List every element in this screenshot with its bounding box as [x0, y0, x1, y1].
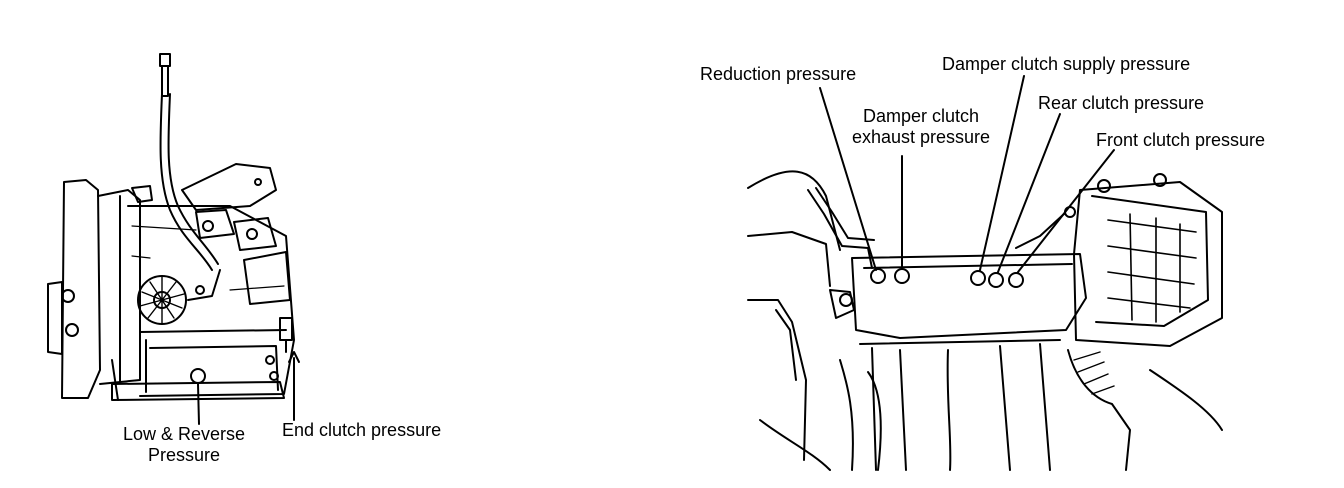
- label-low-reverse-pressure: Low & Reverse Pressure: [106, 424, 262, 466]
- label-rear-clutch-pressure: Rear clutch pressure: [1038, 93, 1205, 113]
- label-reduction-pressure: Reduction pressure: [700, 64, 857, 84]
- label-end-clutch-pressure: End clutch pressure: [282, 420, 442, 440]
- label-damper-exhaust-line1: Damper clutch: [862, 106, 980, 126]
- label-damper-exhaust-line2: exhaust pressure: [851, 127, 991, 147]
- label-low-reverse-line1: Low & Reverse: [122, 424, 246, 444]
- label-low-reverse-line2: Pressure: [147, 445, 221, 465]
- label-damper-clutch-exhaust-pressure: Damper clutch exhaust pressure: [836, 106, 1006, 148]
- label-front-clutch-pressure: Front clutch pressure: [1096, 130, 1266, 150]
- label-damper-clutch-supply-pressure: Damper clutch supply pressure: [942, 54, 1191, 74]
